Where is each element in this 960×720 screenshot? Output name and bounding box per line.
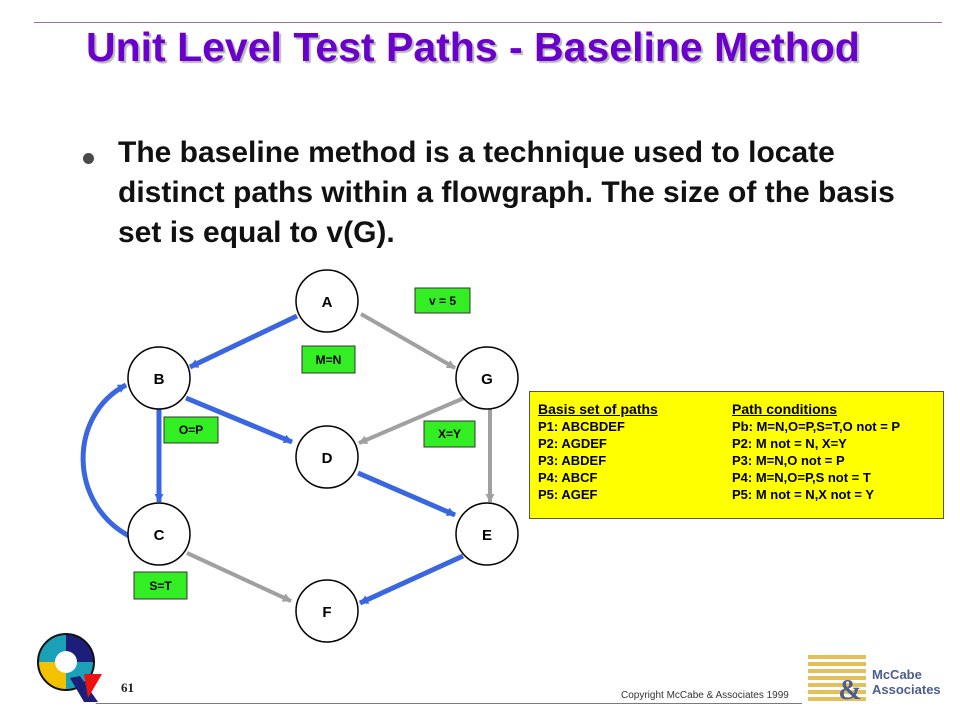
svg-text:C: C	[154, 527, 165, 544]
basis-path: P3: ABDEF	[538, 453, 607, 468]
bottom-rule	[96, 703, 802, 704]
node-g: G	[455, 346, 519, 410]
q-logo-icon	[37, 633, 102, 702]
svg-text:F: F	[322, 604, 331, 621]
brand-line2: Associates	[872, 682, 941, 697]
node-c: C	[127, 502, 191, 566]
condition-xy-label: X=Y	[423, 420, 476, 448]
basis-condition: P2: M not = N, X=Y	[732, 436, 847, 451]
basis-set-table: Basis set of paths Path conditions P1: A…	[529, 391, 944, 519]
basis-condition: P3: M=N,O not = P	[732, 453, 845, 468]
svg-text:G: G	[481, 371, 493, 388]
edge-a-g	[360, 312, 456, 370]
bullet-text: The baseline method is a technique used …	[118, 136, 895, 249]
header-conditions: Path conditions	[732, 401, 837, 417]
edge-a-b	[188, 313, 299, 370]
basis-path: P2: AGDEF	[538, 436, 607, 451]
basis-row: P4: ABCF P4: M=N,O=P,S not = T	[538, 469, 943, 486]
mccabe-logo-icon: &	[808, 655, 866, 702]
basis-row: P1: ABCBDEF Pb: M=N,O=P,S=T,O not = P	[538, 418, 943, 435]
svg-text:&: &	[838, 675, 861, 702]
basis-condition: Pb: M=N,O=P,S=T,O not = P	[732, 419, 901, 434]
svg-text:E: E	[482, 527, 492, 544]
svg-text:S=T: S=T	[149, 579, 172, 593]
complexity-label: v = 5	[414, 287, 471, 314]
svg-text:D: D	[322, 450, 333, 467]
page-number: 61	[121, 680, 134, 695]
node-e: E	[455, 502, 519, 566]
basis-path: P4: ABCF	[538, 470, 598, 485]
header-paths: Basis set of paths	[538, 401, 658, 417]
basis-table-header: Basis set of paths Path conditions	[538, 400, 943, 418]
node-f: F	[295, 579, 359, 643]
basis-row: P3: ABDEF P3: M=N,O not = P	[538, 452, 943, 469]
svg-text:A: A	[322, 294, 333, 311]
slide-title: Unit Level Test Paths - Baseline Method	[86, 24, 860, 70]
condition-op-label: O=P	[163, 416, 219, 444]
basis-path: P1: ABCBDEF	[538, 419, 625, 434]
edge-e-f	[358, 553, 465, 606]
bullet-dot	[83, 153, 94, 164]
edge-d-e	[357, 470, 456, 518]
edge-c-b-loop	[80, 382, 133, 540]
brand-name: McCabe Associates	[872, 667, 941, 697]
edge-c-f	[186, 551, 292, 603]
top-rule	[34, 22, 942, 23]
svg-text:O=P: O=P	[179, 423, 203, 437]
edge-b-d	[185, 395, 293, 445]
copyright-text: Copyright McCabe & Associates 1999	[621, 690, 789, 701]
node-a: A	[295, 269, 359, 333]
edge-g-d	[358, 396, 465, 445]
condition-st-label: S=T	[133, 571, 188, 600]
svg-text:B: B	[154, 371, 165, 388]
condition-mn-label: M=N	[301, 345, 356, 374]
svg-text:M=N: M=N	[316, 353, 342, 367]
node-b: B	[127, 346, 191, 410]
basis-row: P5: AGEF P5: M not = N,X not = Y	[538, 486, 943, 503]
svg-text:v = 5: v = 5	[429, 294, 456, 308]
basis-row: P2: AGDEF P2: M not = N, X=Y	[538, 435, 943, 452]
svg-text:X=Y: X=Y	[438, 427, 461, 441]
basis-condition: P5: M not = N,X not = Y	[732, 487, 875, 502]
basis-condition: P4: M=N,O=P,S not = T	[732, 470, 871, 485]
node-d: D	[295, 425, 359, 489]
basis-path: P5: AGEF	[538, 487, 598, 502]
brand-line1: McCabe	[872, 667, 922, 682]
